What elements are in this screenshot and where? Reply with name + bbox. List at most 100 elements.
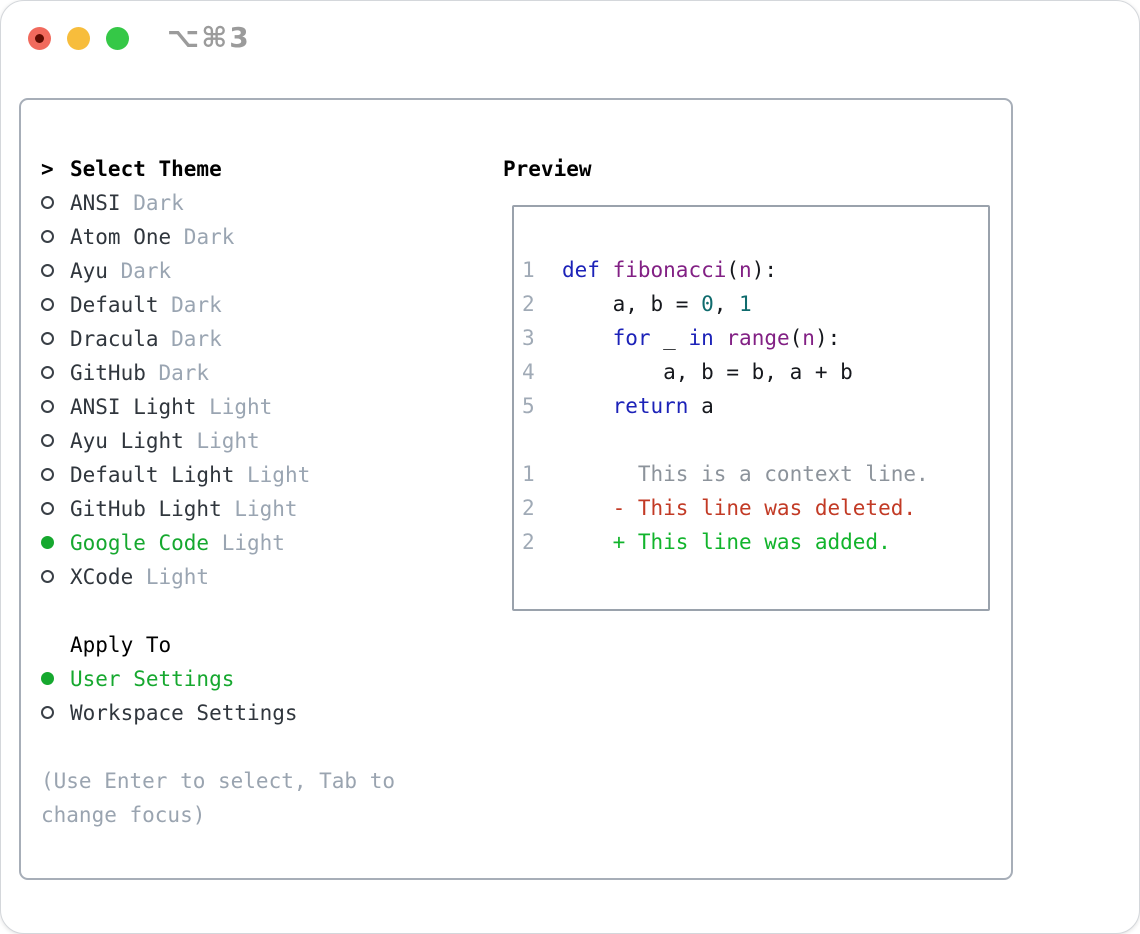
spacer [522,423,988,457]
radio-icon [41,263,54,277]
code-line: 1 This is a context line. [522,457,988,491]
radio-selected-icon [41,671,54,685]
radio-icon [41,331,54,345]
option-label: Dracula [70,327,159,351]
theme-option[interactable]: GitHub Dark [41,356,491,390]
theme-option[interactable]: XCode Light [41,560,491,594]
minimize-button-icon[interactable] [67,27,90,50]
option-label: Default [70,293,159,317]
titlebar: ⌥⌘3 [1,1,1139,98]
code-token: 1 [739,292,752,316]
code-token: a [688,394,714,418]
radio-icon [41,705,54,719]
code-token: 0 [701,292,714,316]
code-token: n [739,258,752,282]
theme-variant-label: Light [196,395,273,419]
code-token [714,326,727,350]
zoom-button-icon[interactable] [106,27,129,50]
option-label: Workspace Settings [70,701,298,725]
close-button-icon[interactable] [28,27,51,50]
line-number: 5 [522,394,535,418]
code-token: ( [726,258,740,282]
theme-option[interactable]: Atom One Dark [41,220,491,254]
spacer [41,730,491,764]
theme-variant-label: Dark [171,225,235,249]
option-label: GitHub [70,361,146,385]
theme-variant-label: Dark [158,327,222,351]
option-label: Ayu [70,259,108,283]
option-label: Default Light [70,463,235,487]
option-label: Google Code [70,531,210,555]
theme-option[interactable]: Ayu Dark [41,254,491,288]
radio-icon [41,365,54,379]
code-token: def [562,258,600,282]
option-label: ANSI Light [70,395,197,419]
theme-option[interactable]: Ayu Light Light [41,424,491,458]
theme-option[interactable]: Default Dark [41,288,491,322]
help-text-line1: (Use Enter to select, Tab to [41,769,396,793]
apply-to-option[interactable]: User Settings [41,662,491,696]
code-token: a, b = b, a + b [562,360,853,384]
code-token [562,394,613,418]
option-label: Atom One [70,225,172,249]
code-token: , [713,292,740,316]
preview-header: Preview [503,157,592,181]
option-label: GitHub Light [70,497,222,521]
code-line: 4 a, b = b, a + b [522,355,988,389]
line-number: 1 [522,258,535,282]
code-token: for [612,326,651,350]
code-token: ( [789,326,803,350]
theme-variant-label: Light [234,463,311,487]
prompt-caret-icon: > [41,157,54,181]
radio-icon [41,501,54,515]
radio-icon [41,229,54,243]
code-token: ): [751,258,777,282]
option-label: User Settings [70,667,235,691]
theme-variant-label: Light [221,497,298,521]
window-title: ⌥⌘3 [167,21,251,54]
radio-icon [41,297,54,311]
radio-selected-icon [41,535,54,549]
theme-variant-label: Light [133,565,210,589]
apply-to-header: Apply To [70,633,172,657]
line-number: 2 [522,496,535,520]
select-theme-header: >Select Theme [41,152,491,186]
theme-option[interactable]: GitHub Light Light [41,492,491,526]
code-token: range [726,326,790,350]
code-line: 3 for _ in range(n): [522,321,988,355]
help-text-line2: change focus) [41,803,206,827]
theme-option[interactable]: Default Light Light [41,458,491,492]
theme-option[interactable]: Dracula Dark [41,322,491,356]
code-line: 5 return a [522,389,988,423]
line-number: 1 [522,462,535,486]
radio-icon [41,467,54,481]
code-token: _ [650,326,689,350]
theme-variant-label: Light [209,531,285,555]
theme-option[interactable]: Google Code Light [41,526,491,560]
code-token: a, b = [562,292,702,316]
theme-variant-label: Light [183,429,260,453]
line-number: 2 [522,292,535,316]
theme-option[interactable]: ANSI Dark [41,186,491,220]
code-token: return [612,394,689,418]
radio-icon [41,569,54,583]
option-label: XCode [70,565,134,589]
code-line: 2 - This line was deleted. [522,491,988,525]
code-token: in [688,326,714,350]
theme-variant-label: Dark [120,191,184,215]
radio-icon [41,433,54,447]
apply-to-option[interactable]: Workspace Settings [41,696,491,730]
code-token [600,258,613,282]
line-number: 3 [522,326,535,350]
theme-option[interactable]: ANSI Light Light [41,390,491,424]
radio-icon [41,399,54,413]
radio-icon [41,195,54,209]
